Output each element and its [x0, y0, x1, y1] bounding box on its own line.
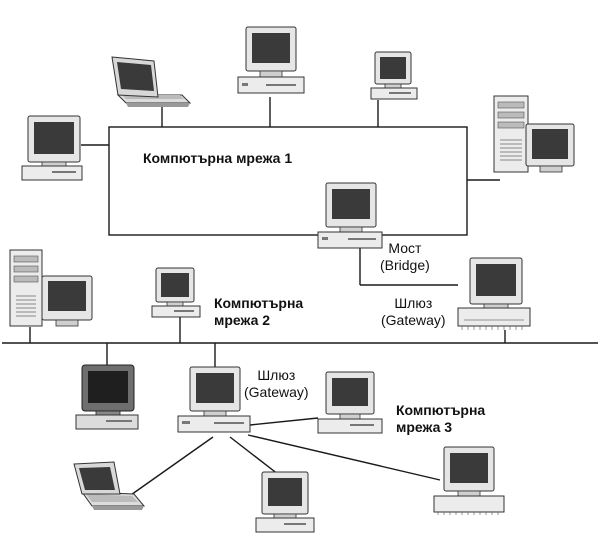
- network-2-label-line-2: мрежа 2: [214, 312, 271, 328]
- network-3-label: Компютърна мрежа 3: [396, 402, 485, 436]
- gateway-1-label-line-1: Шлюз: [394, 295, 433, 311]
- desktop-computer-icon: [317, 371, 383, 434]
- gateway-2-label: Шлюз (Gateway): [244, 367, 309, 401]
- network-2-label-line-1: Компютърна: [214, 295, 304, 311]
- network-1-links: [81, 97, 500, 286]
- gateway-computer-icon: [177, 366, 251, 433]
- monitor-icon: [433, 446, 505, 515]
- gateway-1-label: Шлюз (Gateway): [381, 295, 446, 329]
- gateway-2-label-line-1: Шлюз: [257, 367, 296, 383]
- network-1-label: Компютърна мрежа 1: [143, 150, 293, 166]
- network-3-links: [127, 417, 441, 498]
- bridge-label: Мост (Bridge): [380, 240, 430, 274]
- gateway-computer-icon: [457, 257, 531, 330]
- monitor-icon: [370, 51, 418, 100]
- network-3-label-line-1: Компютърна: [396, 402, 486, 418]
- tower-computer-icon: [9, 249, 93, 327]
- network-1-ring: [108, 126, 468, 236]
- laptop-icon: [111, 56, 192, 107]
- network-2-links: [29, 313, 506, 367]
- desktop-computer-icon: [21, 115, 83, 181]
- desktop-computer-icon: [255, 471, 315, 533]
- bridge-label-line-1: Мост: [388, 240, 422, 256]
- gateway-1-label-line-2: (Gateway): [381, 312, 446, 328]
- laptop-icon: [73, 461, 146, 510]
- bridge-computer-icon: [317, 182, 383, 249]
- dark-monitor-icon: [75, 364, 139, 430]
- desktop-computer-icon: [151, 267, 201, 318]
- monitor-icon: [237, 26, 305, 94]
- network-2-label: Компютърна мрежа 2: [214, 295, 303, 329]
- network-3-label-line-2: мрежа 3: [396, 419, 453, 435]
- bridge-label-line-2: (Bridge): [380, 257, 430, 273]
- gateway-2-label-line-2: (Gateway): [244, 384, 309, 400]
- tower-computer-icon: [493, 95, 575, 173]
